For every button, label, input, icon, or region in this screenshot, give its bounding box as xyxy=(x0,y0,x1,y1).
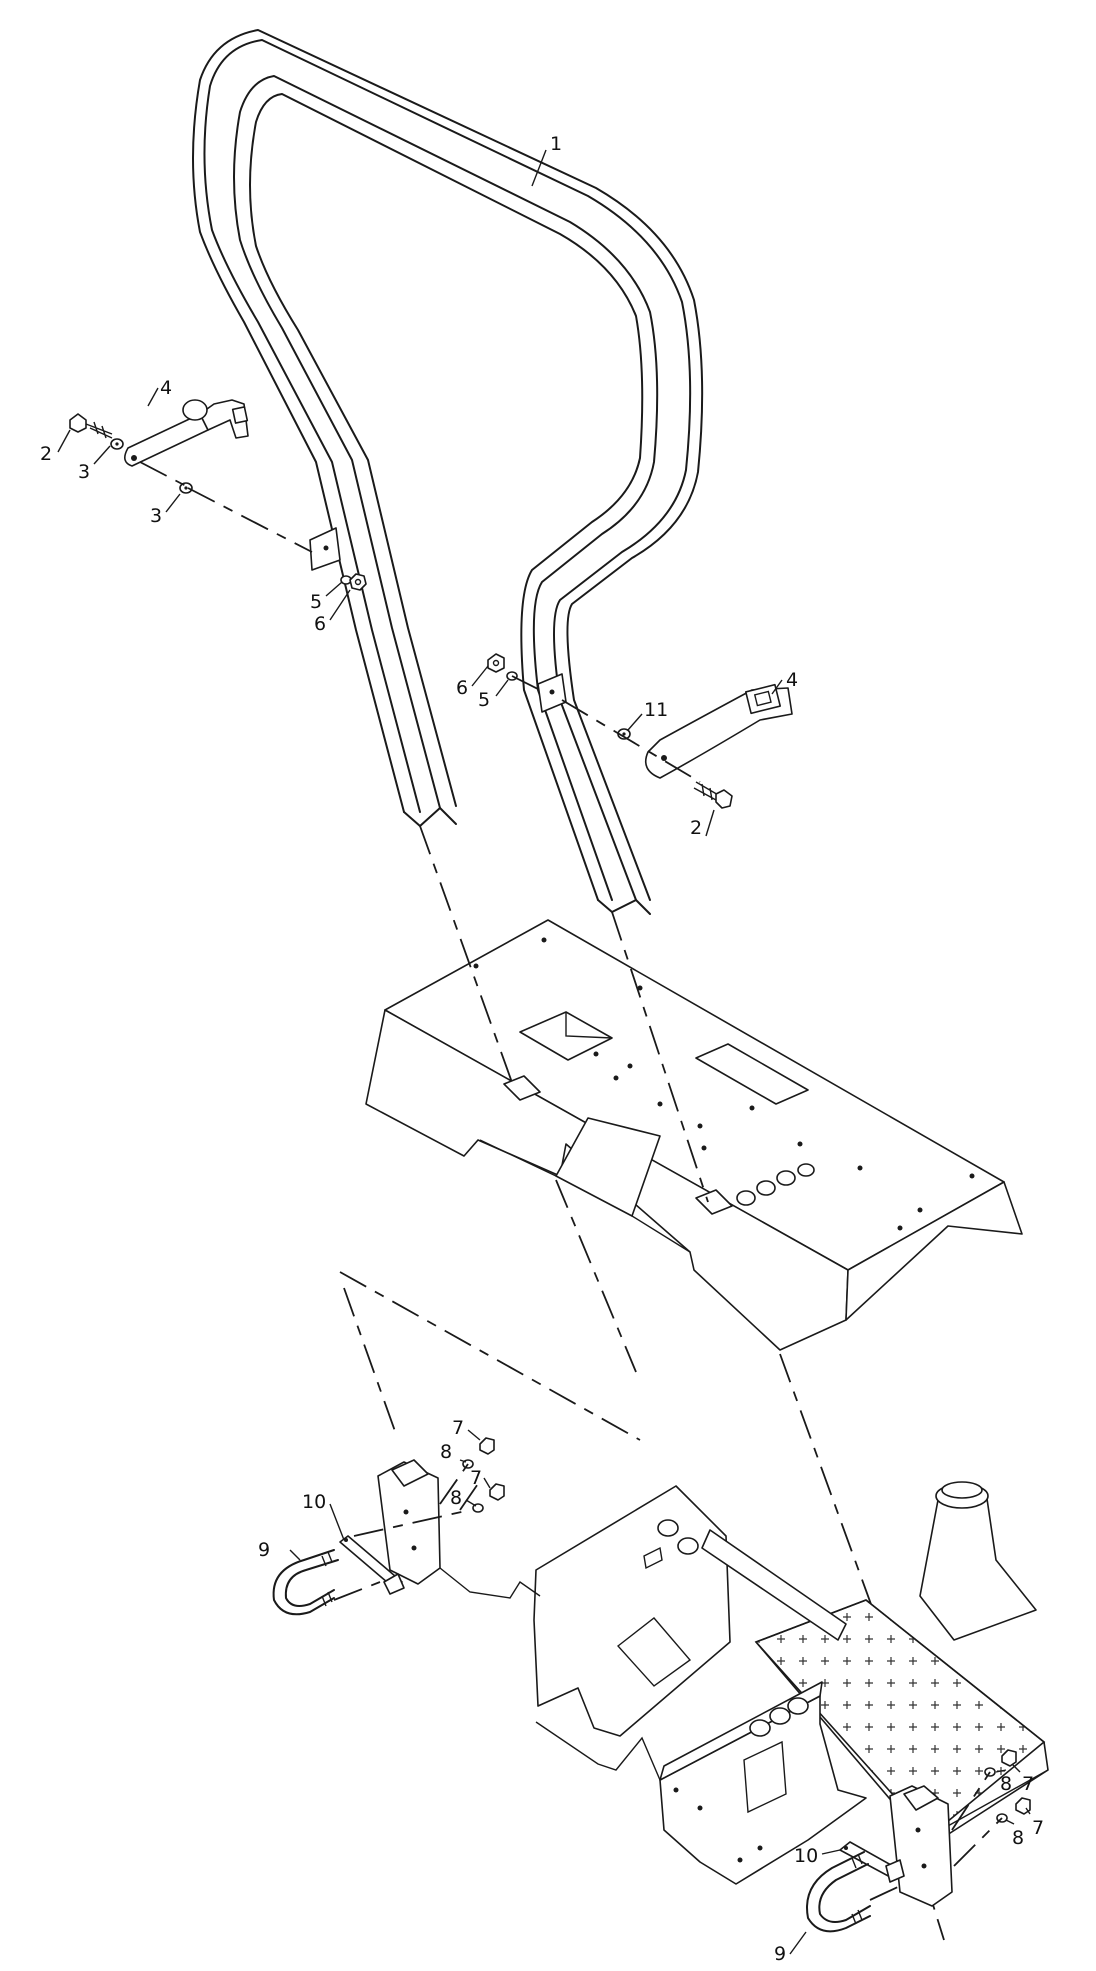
callout-7-right-a: 7 xyxy=(1022,1773,1034,1795)
seat-belt-right xyxy=(644,683,793,779)
frame-assembly xyxy=(533,1481,1049,1885)
u-bolt-right xyxy=(806,1851,871,1933)
mount-plate-right xyxy=(839,1841,905,1883)
callout-5-right: 5 xyxy=(478,689,490,711)
callout-3-left-b: 3 xyxy=(150,505,162,527)
u-bolt-left xyxy=(272,1549,339,1616)
callout-7-left-b: 7 xyxy=(470,1467,482,1489)
roll-bar-frame xyxy=(192,29,704,915)
washer-left-a xyxy=(110,438,124,450)
callout-7-right-b: 7 xyxy=(1032,1817,1044,1839)
callout-4-left: 4 xyxy=(160,377,172,399)
nut-right xyxy=(487,653,505,673)
bolt-right xyxy=(693,781,733,809)
callout-8-right-a: 8 xyxy=(1000,1773,1012,1795)
callout-10-right: 10 xyxy=(794,1845,818,1867)
bolt-left xyxy=(69,413,113,439)
callout-8-right-b: 8 xyxy=(1012,1827,1024,1849)
callout-8-left-b: 8 xyxy=(450,1487,462,1509)
mount-plate-left xyxy=(339,1535,405,1595)
callout-8-left-a: 8 xyxy=(440,1441,452,1463)
callout-2-right: 2 xyxy=(690,817,702,839)
callout-6-left: 6 xyxy=(314,613,326,635)
callout-6-right: 6 xyxy=(456,677,468,699)
callout-3-left-a: 3 xyxy=(78,461,90,483)
nut-left xyxy=(349,573,367,591)
washer-left-b xyxy=(179,482,193,494)
callout-10-left: 10 xyxy=(302,1491,326,1513)
bar-mount-tab-left xyxy=(309,527,341,571)
callout-11: 11 xyxy=(644,699,668,721)
console-panel xyxy=(365,919,1023,1351)
bar-socket-right xyxy=(889,1785,953,1907)
bar-socket-left xyxy=(377,1459,441,1585)
callout-1: 1 xyxy=(550,133,562,155)
seat-belt-left xyxy=(124,399,249,467)
callout-7-left-a: 7 xyxy=(452,1417,464,1439)
callout-leaders xyxy=(57,149,1031,1955)
callout-9-right: 9 xyxy=(774,1943,786,1965)
callout-2-left: 2 xyxy=(40,443,52,465)
callout-9-left: 9 xyxy=(258,1539,270,1561)
callout-5-left: 5 xyxy=(310,591,322,613)
callout-4-right: 4 xyxy=(786,669,798,691)
